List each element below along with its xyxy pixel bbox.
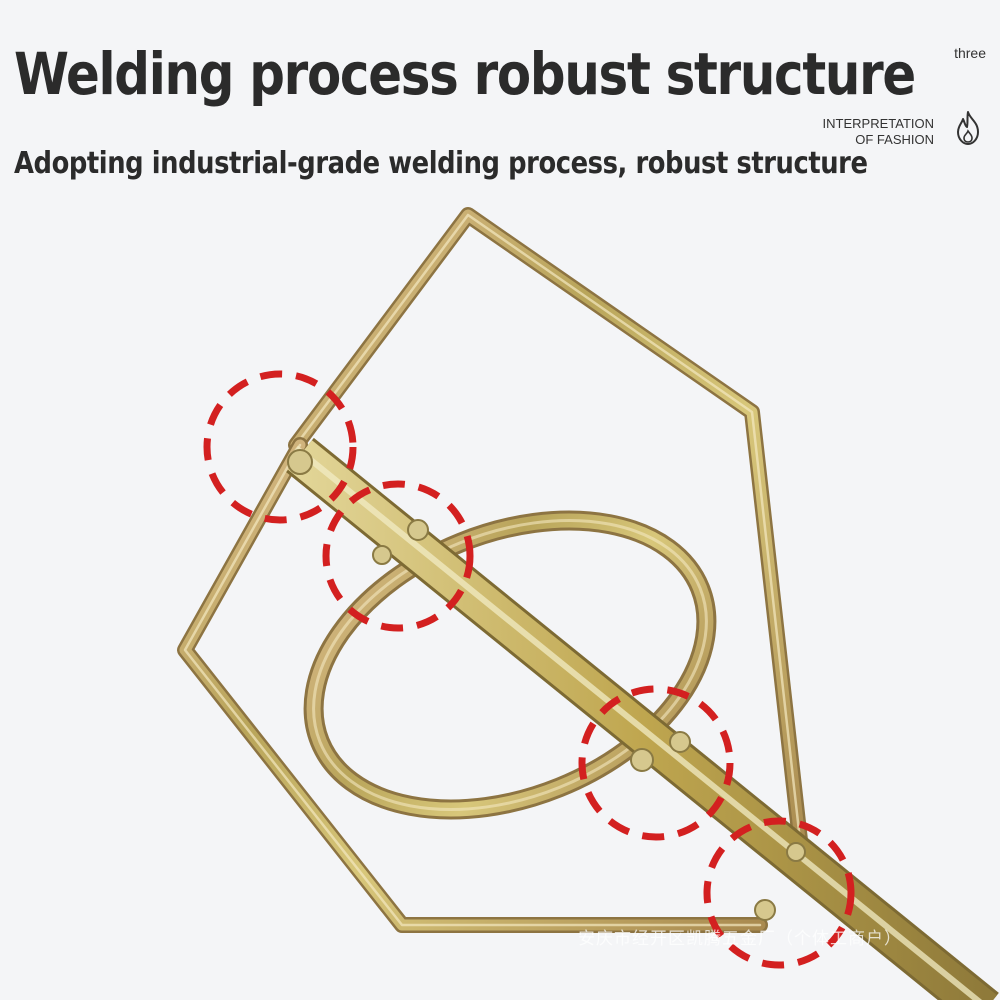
- watermark: 安庆市经开区凯腾五金厂（个体工商户）: [578, 929, 902, 949]
- page-subtitle: Adopting industrial-grade welding proces…: [14, 146, 868, 181]
- page-title: Welding process robust structure: [14, 40, 916, 108]
- weld-spots: [287, 449, 806, 921]
- weld-highlight-4: [703, 817, 855, 969]
- brand-line-2: OF FASHION: [855, 132, 934, 147]
- inner-ring: [303, 510, 717, 820]
- weld-highlight-2: [322, 480, 474, 632]
- weld-highlight-1: [203, 370, 357, 524]
- flame-icon: [957, 111, 979, 145]
- outer-frame: [177, 207, 810, 933]
- mixer-shaft: [286, 437, 999, 1000]
- weld-highlight-3: [578, 685, 734, 841]
- step-label: three: [954, 45, 986, 61]
- brand-tagline: INTERPRETATION OF FASHION: [823, 116, 934, 148]
- brand-line-1: INTERPRETATION: [822, 116, 934, 131]
- weld-highlight-circles: [203, 370, 855, 969]
